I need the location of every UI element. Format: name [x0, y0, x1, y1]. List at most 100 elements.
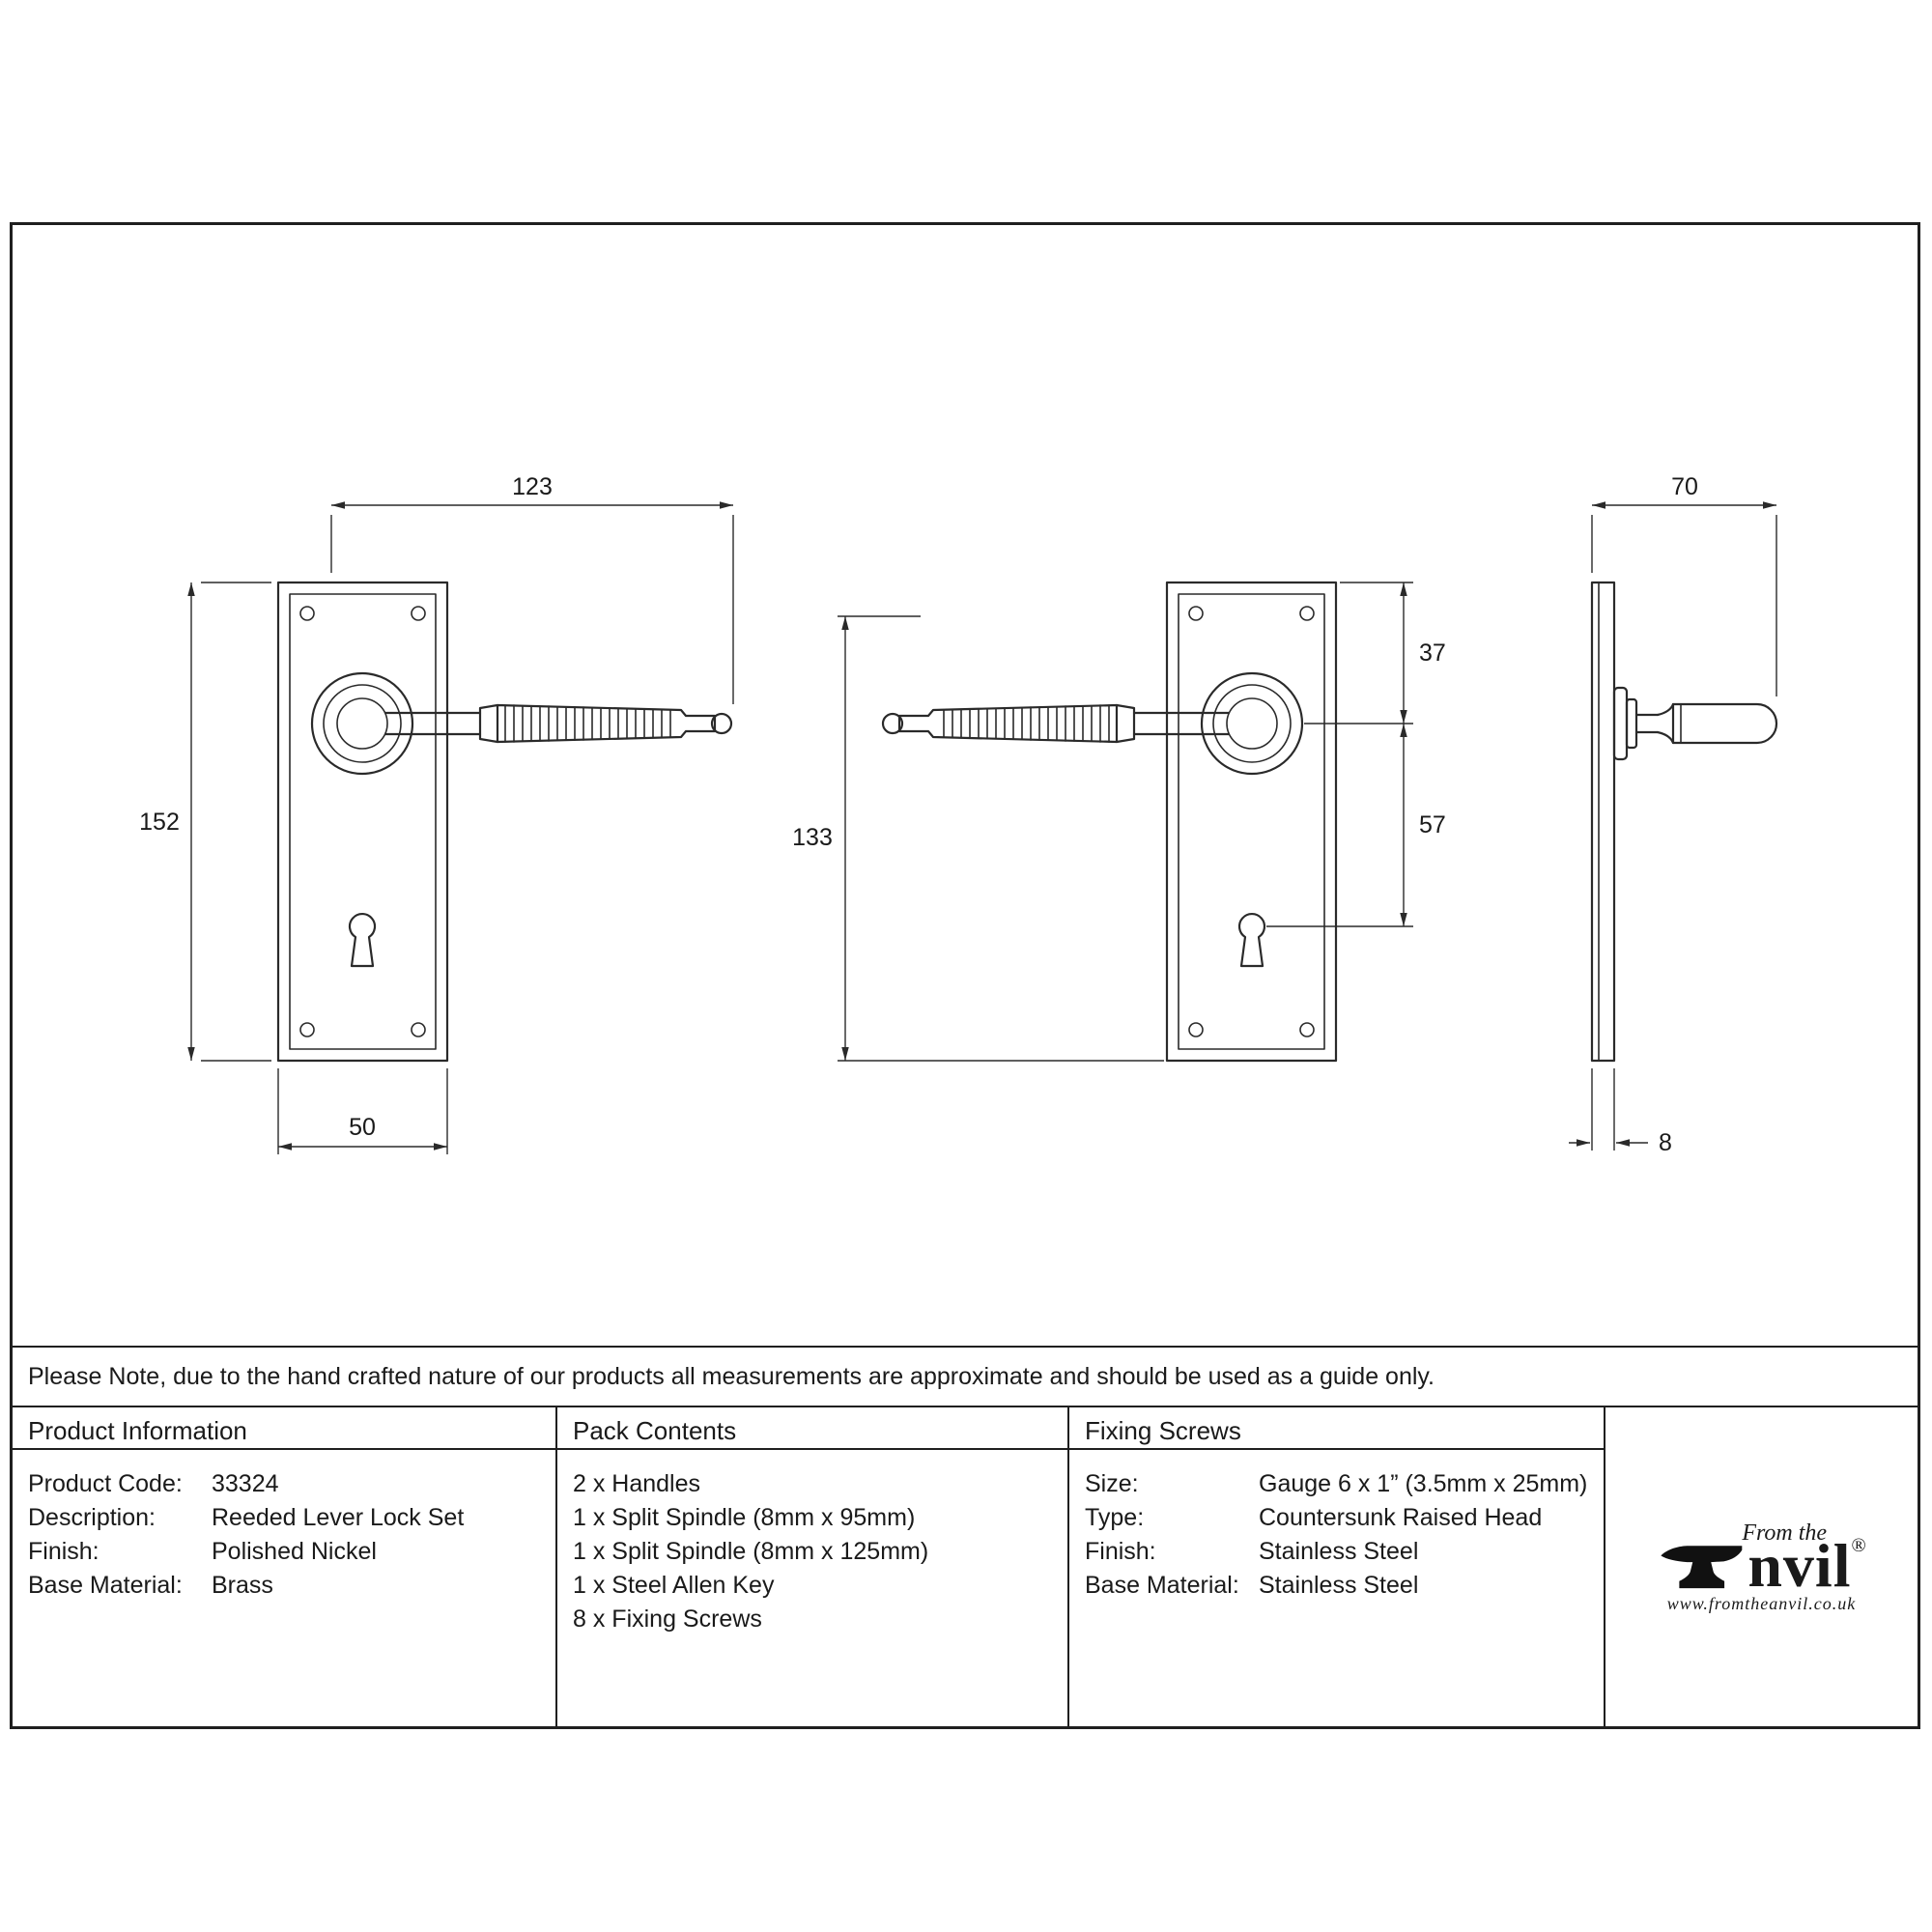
table-row: Base Material: Stainless Steel [1085, 1569, 1604, 1603]
back-view: 133 37 57 [792, 581, 1446, 1063]
row-label: Finish: [1085, 1538, 1156, 1565]
dim-label-overall-width: 123 [512, 473, 553, 500]
anvil-logo: From the nvil ® www.fromtheanvil.co.uk [1657, 1520, 1866, 1614]
dim-extension-lines [838, 615, 1164, 1062]
list-item: 8 x Fixing Screws [573, 1605, 762, 1633]
rose-back-hub [1226, 697, 1278, 750]
back-dimensions: 133 37 57 [792, 582, 1446, 1062]
dim-label-projection: 70 [1671, 473, 1698, 500]
rose-front-hub [336, 697, 388, 750]
backplate-back [1165, 581, 1338, 1063]
screw-hole [1299, 1022, 1315, 1037]
backplate-front [276, 581, 449, 1063]
logo-website: www.fromtheanvil.co.uk [1666, 1593, 1857, 1613]
rose-back [1200, 671, 1304, 776]
pack-contents-header: Pack Contents [557, 1407, 1067, 1450]
technical-drawing: 123 152 50 [139, 473, 1778, 1156]
collar-side [1625, 697, 1638, 750]
dim-extension-lines [330, 515, 734, 704]
row-value: Reeded Lever Lock Set [212, 1504, 465, 1531]
registered-trademark-symbol: ® [1851, 1534, 1866, 1556]
rose-front-ring [323, 684, 402, 763]
drawing-frame: 123 152 50 [10, 222, 1920, 1729]
reeded-ribs [504, 704, 671, 743]
row-label: Product Code: [28, 1470, 183, 1497]
screw-hole [1188, 606, 1204, 621]
side-view: 70 8 [1569, 473, 1778, 1156]
dim-label-top-to-spindle: 37 [1419, 639, 1446, 667]
table-row: Type: Countersunk Raised Head [1085, 1501, 1604, 1535]
row-value: Polished Nickel [212, 1538, 377, 1565]
anvil-icon [1661, 1545, 1743, 1588]
flare-side [1656, 702, 1675, 745]
dim-label-plate-width: 50 [349, 1114, 376, 1141]
table-row: Description: Reeded Lever Lock Set [28, 1501, 555, 1535]
screw-hole [1188, 1022, 1204, 1037]
screw-hole [1299, 606, 1315, 621]
row-label: Base Material: [28, 1572, 183, 1599]
dim-label-overall-height: 133 [792, 824, 833, 851]
rose-front [310, 671, 414, 776]
keyhole-front [348, 913, 377, 968]
lever-handle-back [881, 703, 1231, 744]
neck-side [1634, 713, 1660, 734]
row-value: Stainless Steel [1259, 1572, 1419, 1599]
lever-grip-outline [897, 703, 1119, 744]
dim-extension-lines [277, 1068, 448, 1154]
list-item: 1 x Split Spindle (8mm x 95mm) [573, 1504, 916, 1531]
rose-side [1612, 686, 1629, 761]
row-value: Countersunk Raised Head [1259, 1504, 1543, 1531]
row-label: Base Material: [1085, 1572, 1239, 1599]
row-value: Gauge 6 x 1” (3.5mm x 25mm) [1259, 1470, 1588, 1497]
reeded-ribs [943, 704, 1110, 743]
lever-collar [478, 703, 499, 744]
row-label: Finish: [28, 1538, 99, 1565]
front-dimensions: 123 152 50 [139, 473, 734, 1154]
row-value: Stainless Steel [1259, 1538, 1419, 1565]
list-item: 1 x Steel Allen Key [573, 1572, 775, 1599]
backplate-front-inner-edge [289, 593, 437, 1050]
row-label: Size: [1085, 1470, 1139, 1497]
pack-contents-section: Pack Contents 2 x Handles 1 x Split Spin… [555, 1407, 1067, 1726]
info-table: Product Information Product Code: 33324 … [13, 1406, 1918, 1726]
backplate-back-inner-edge [1178, 593, 1325, 1050]
dim-extension-lines [1591, 1068, 1615, 1151]
brand-cell: From the nvil ® www.fromtheanvil.co.uk [1604, 1407, 1918, 1726]
row-value: 33324 [212, 1470, 279, 1497]
logo-name-text: nvil [1747, 1530, 1852, 1600]
front-view: 123 152 50 [139, 473, 734, 1154]
table-row: Finish: Polished Nickel [28, 1535, 555, 1569]
row-label: Type: [1085, 1504, 1145, 1531]
fixing-screws-body: Size: Gauge 6 x 1” (3.5mm x 25mm) Type: … [1069, 1450, 1604, 1603]
lever-tip-ball [710, 712, 733, 735]
logo-wordmark: nvil ® [1657, 1530, 1866, 1600]
rose-back-ring [1212, 684, 1292, 763]
logo-tagline: From the [1742, 1520, 1828, 1546]
measurements-note: Please Note, due to the hand crafted nat… [13, 1346, 1918, 1406]
list-item: 1 x Split Spindle (8mm x 125mm) [573, 1538, 929, 1565]
product-information-body: Product Code: 33324 Description: Reeded … [13, 1450, 555, 1603]
table-row: Base Material: Brass [28, 1569, 555, 1603]
table-row: Size: Gauge 6 x 1” (3.5mm x 25mm) [1085, 1467, 1604, 1501]
lever-neck [384, 711, 482, 736]
side-dimensions: 70 8 [1569, 473, 1777, 1156]
table-row: Product Code: 33324 [28, 1467, 555, 1501]
table-row: Finish: Stainless Steel [1085, 1535, 1604, 1569]
screw-hole [299, 606, 315, 621]
dim-label-plate-height: 152 [139, 809, 180, 836]
row-label: Description: [28, 1504, 156, 1531]
row-value: Brass [212, 1572, 273, 1599]
note-text: Please Note, due to the hand crafted nat… [28, 1362, 1435, 1390]
lever-collar [1115, 703, 1136, 744]
fixing-screws-section: Fixing Screws Size: Gauge 6 x 1” (3.5mm … [1067, 1407, 1604, 1726]
fixing-screws-header: Fixing Screws [1069, 1407, 1604, 1450]
lever-handle-front [384, 703, 733, 744]
grip-side [1671, 702, 1778, 745]
dim-label-spindle-to-keyhole: 57 [1419, 811, 1446, 838]
list-item: 2 x Handles [573, 1470, 701, 1497]
lever-grip-outline [496, 703, 717, 744]
lever-tip-ball [881, 712, 904, 735]
dim-label-thickness: 8 [1659, 1129, 1672, 1156]
dim-extension-lines [201, 582, 271, 1062]
